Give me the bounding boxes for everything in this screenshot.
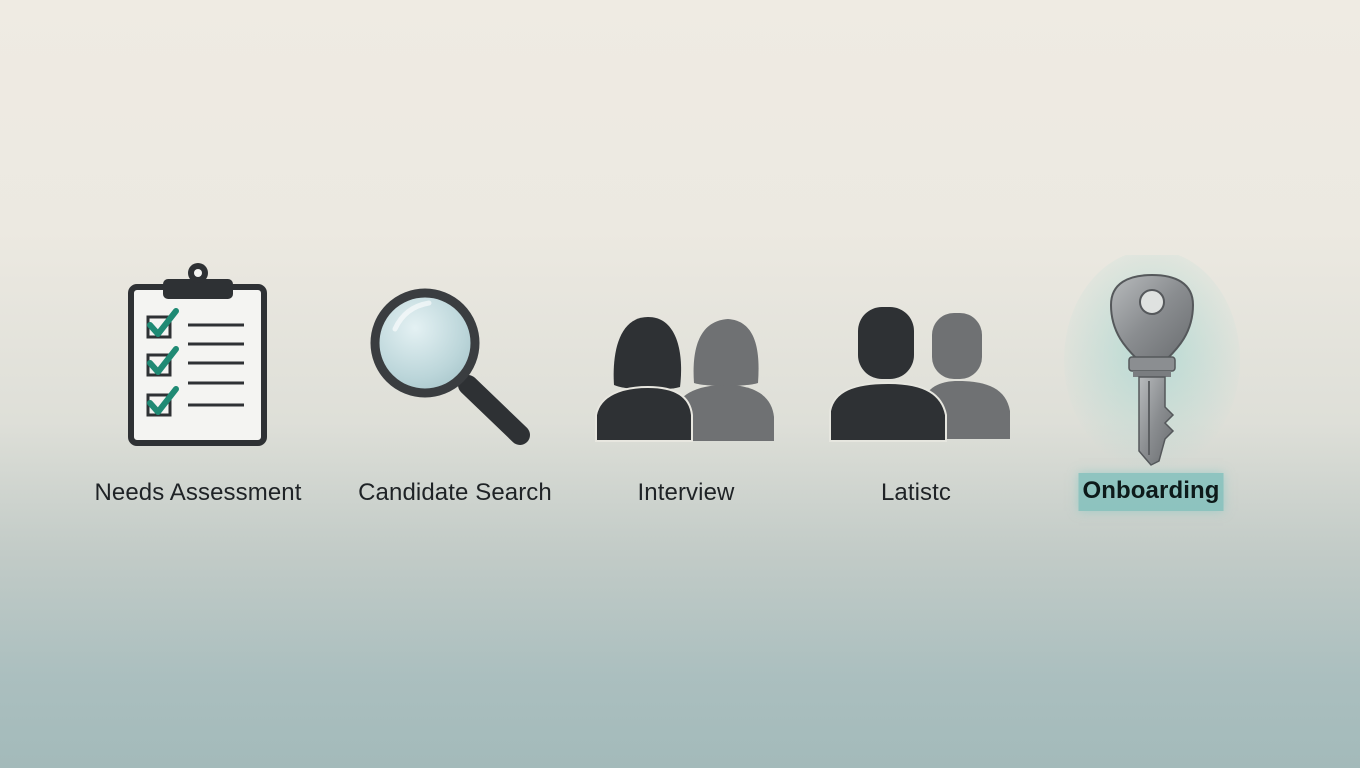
step-needs-assessment: Needs Assessment [78,255,318,535]
step-label: Needs Assessment [94,479,302,506]
step-interview: Interview [566,255,806,535]
step-label: Interview [637,479,735,506]
step-onboarding: Onboarding [1031,255,1271,535]
key-icon [1031,255,1271,475]
step-label-highlighted: Onboarding [1078,473,1224,511]
step-candidate-search: Candidate Search [335,255,575,535]
two-women-icon [566,255,806,475]
magnifying-glass-icon [335,255,575,475]
step-latistc: Latistc [796,255,1036,535]
step-label: Candidate Search [358,479,552,506]
two-men-icon [796,255,1036,475]
clipboard-checklist-icon [78,255,318,475]
step-label: Latistc [880,479,952,506]
